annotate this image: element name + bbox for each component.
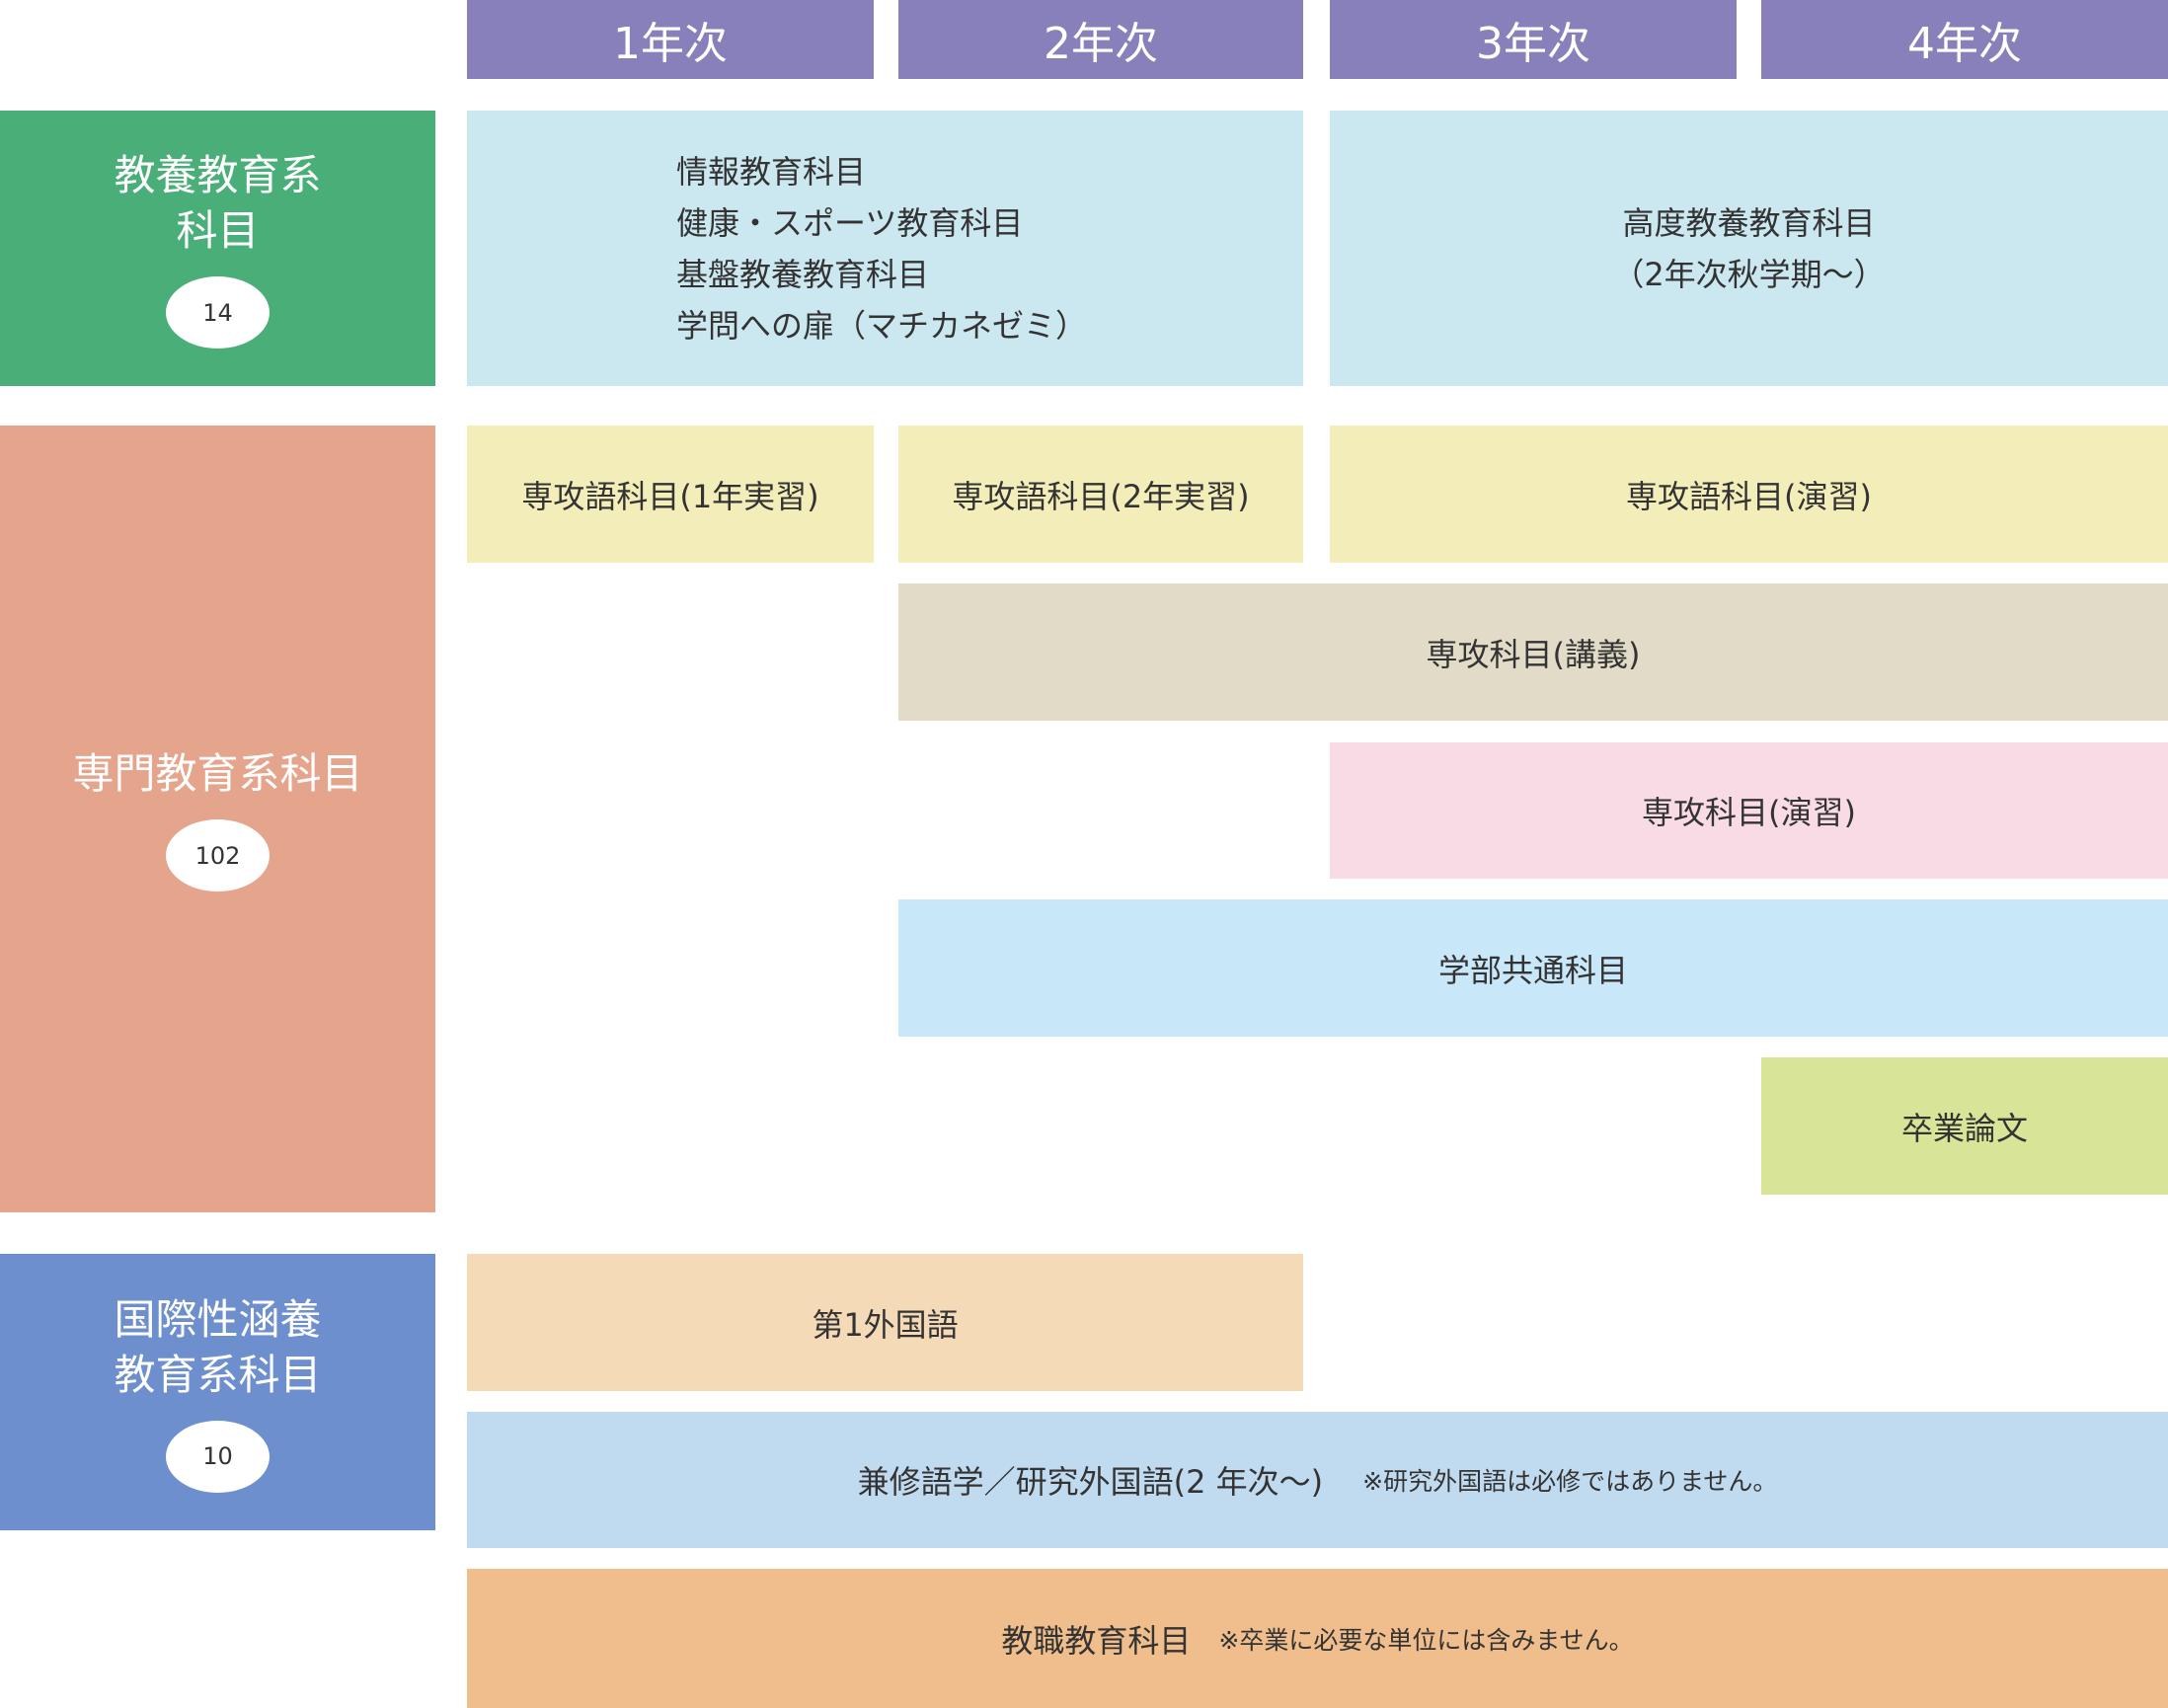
category-label: 教養教育系 [114,151,322,199]
major-language-y1: 専攻語科目(1年実習) [467,426,874,563]
general-courses-block: 情報教育科目 健康・スポーツ教育科目 基盤教養教育科目 学問への扉（マチカネゼミ… [467,111,1303,386]
course-item: 基盤教養教育科目 [676,255,930,293]
header-year-3: 3年次 [1330,0,1737,79]
course-item: 高度教養教育科目 [1622,203,1876,242]
major-language-seminar: 専攻語科目(演習) [1330,426,2168,563]
advanced-general-block: 高度教養教育科目 （2年次秋学期〜） [1330,111,2168,386]
category-general: 教養教育系 科目 14 [0,111,435,386]
category-international: 国際性涵養 教育系科目 10 [0,1254,435,1530]
course-note: ※卒業に必要な単位には含みません。 [1218,1625,1634,1655]
category-label: 国際性涵養 [114,1294,322,1344]
category-label: 教育系科目 [114,1350,322,1399]
major-seminar: 専攻科目(演習) [1330,742,2168,879]
category-label: 専門教育系科目 [72,749,363,798]
header-year-4: 4年次 [1761,0,2168,79]
credits-badge: 14 [166,276,270,349]
major-language-y2: 専攻語科目(2年実習) [898,426,1303,563]
credits-badge: 102 [166,819,270,892]
faculty-common: 学部共通科目 [898,899,2168,1037]
course-item: 学問への扉（マチカネゼミ） [676,306,1088,345]
category-major: 専門教育系科目 102 [0,426,435,1212]
second-language-block: 兼修語学／研究外国語(2 年次〜) ※研究外国語は必修ではありません。 [467,1412,2168,1548]
course-note: （2年次秋学期〜） [1612,255,1886,293]
course-item: 兼修語学／研究外国語(2 年次〜) [857,1463,1324,1501]
course-item: 情報教育科目 [676,152,867,191]
course-note: ※研究外国語は必修ではありません。 [1362,1467,1778,1496]
major-lecture: 専攻科目(講義) [898,583,2168,721]
course-item: 教職教育科目 [1001,1621,1192,1660]
category-label: 科目 [176,206,260,255]
header-year-2: 2年次 [898,0,1303,79]
credits-badge: 10 [166,1420,270,1493]
header-year-1: 1年次 [467,0,874,79]
course-item: 健康・スポーツ教育科目 [676,203,1024,242]
graduation-thesis: 卒業論文 [1761,1057,2168,1195]
first-foreign-language: 第1外国語 [467,1254,1303,1391]
teacher-training-block: 教職教育科目 ※卒業に必要な単位には含みません。 [467,1569,2168,1708]
